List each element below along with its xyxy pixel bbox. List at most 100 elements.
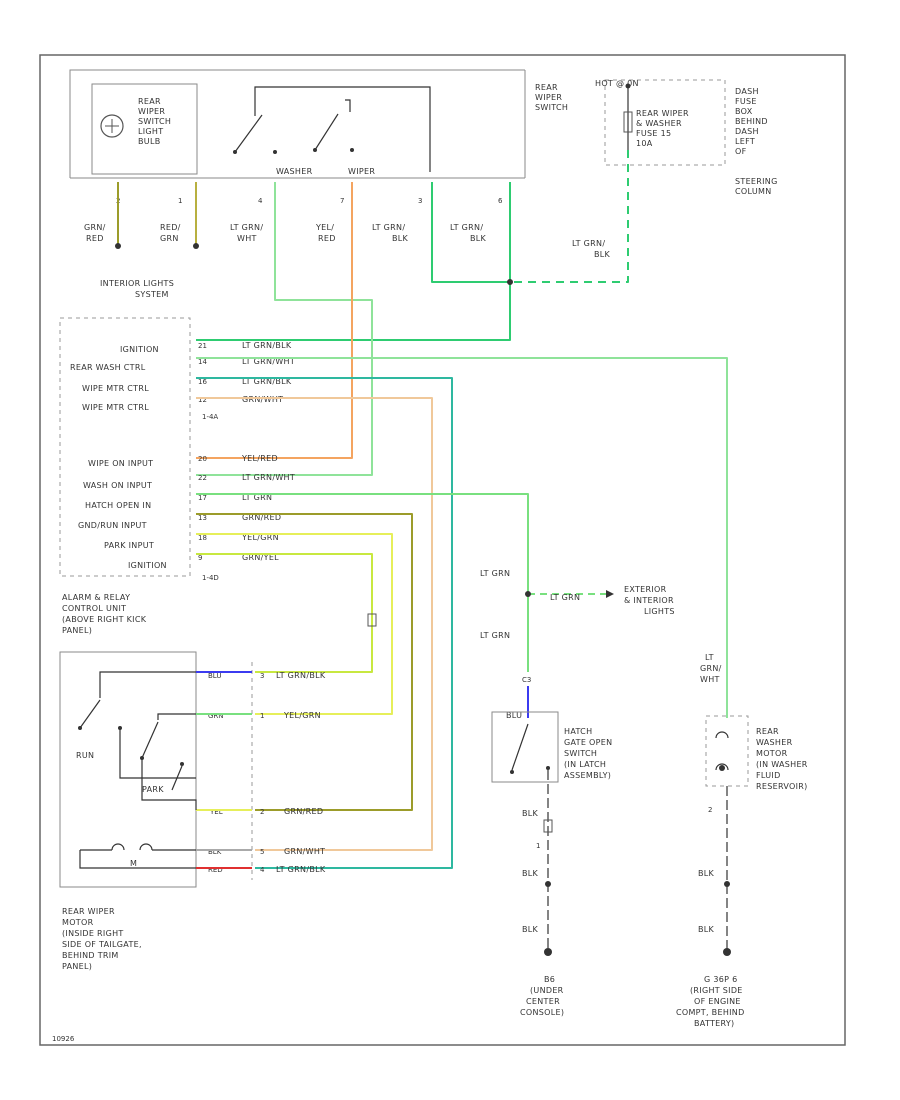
splice [193, 243, 199, 249]
fuse-label-2: FUSE 15 [636, 129, 671, 138]
wire-label: YEL/GRN [241, 533, 279, 542]
ground-icon [723, 948, 731, 956]
hatch-gate-switch: C3 BLU HATCH GATE OPEN SWITCH (IN LATCH … [491, 676, 612, 1017]
pin-label: 3 [260, 672, 264, 680]
washer-motor-label: REAR [756, 727, 779, 736]
pin-label: 1 [178, 197, 182, 205]
switch-light-label-1: WIPER [138, 107, 165, 116]
unit-row-label: GND/RUN INPUT [78, 521, 147, 530]
wire-label: RED [86, 234, 104, 243]
motor-name-label: SIDE OF TAILGATE, [62, 940, 142, 949]
wire-label: LT GRN/ [372, 223, 405, 232]
wire-label: RED/ [160, 223, 181, 232]
wire-lt-grn-wht-washer [196, 182, 373, 476]
unit-row-label: PARK INPUT [104, 541, 154, 550]
wire-label: GRN/RED [284, 807, 323, 816]
motor-name-label: MOTOR [62, 918, 94, 927]
unit-name-label: CONTROL UNIT [62, 604, 126, 613]
washer-label: WASHER [276, 167, 313, 176]
wire-label: BLK [392, 234, 409, 243]
blk-label: BLK [698, 869, 715, 878]
switch-light-label-0: REAR [138, 97, 161, 106]
splice [525, 591, 531, 597]
pin-label: 16 [198, 378, 207, 386]
unit-name-label: PANEL) [62, 626, 92, 635]
blk-label: BLK [522, 869, 539, 878]
pin-label: 12 [198, 396, 207, 404]
wire-label: WHT [700, 675, 720, 684]
wire-label: LT GRN [480, 569, 510, 578]
pin-label: 4 [260, 866, 265, 874]
ground2-label: BATTERY) [694, 1019, 734, 1028]
run-label: RUN [76, 751, 94, 760]
unit-row-label: WIPE MTR CTRL [82, 384, 149, 393]
splice [115, 243, 121, 249]
motor-name-label: BEHIND TRIM [62, 951, 119, 960]
top-connector: 2 1 4 7 3 6 GRN/ RED RED/ GRN LT GRN/ WH… [84, 197, 503, 243]
hatch-label: GATE OPEN [564, 738, 612, 747]
pin-label: 9 [198, 554, 202, 562]
hatch-label: HATCH [564, 727, 592, 736]
washer-motor-label: WASHER [756, 738, 793, 747]
washer-motor-label: FLUID [756, 771, 781, 780]
blk-label: BLK [522, 925, 539, 934]
washer-motor-label: RESERVOIR) [756, 782, 808, 791]
fuse-label-0: REAR WIPER [636, 109, 689, 118]
wire-label: LT GRN/BLK [276, 671, 326, 680]
wire-label: GRN/ [84, 223, 106, 232]
switch-light-label-4: BULB [138, 137, 161, 146]
wire-label: LT GRN [550, 593, 580, 602]
ground1-label: B6 [544, 975, 555, 984]
wire-lt-grn-blk-6 [196, 182, 511, 341]
unit-row-label: REAR WASH CTRL [70, 363, 146, 372]
motor-name-label: (INSIDE RIGHT [62, 929, 124, 938]
fuse-label-1: & WASHER [636, 119, 682, 128]
motor-row-label: RED [208, 866, 223, 874]
fuse-label-3: 10A [636, 139, 653, 148]
unit-row-label: WIPE MTR CTRL [82, 403, 149, 412]
pin-label: 18 [198, 534, 207, 542]
motor-row-label: YEL [209, 808, 223, 816]
wire-lt-grn-blk-fuse [510, 150, 629, 283]
splice [507, 279, 513, 285]
pin-label: 3 [418, 197, 422, 205]
wire-wipe-mtr-ctrl-2 [196, 397, 433, 851]
motor-row-label: GRN [208, 712, 224, 720]
wire-label: BLK [470, 234, 487, 243]
washer-motor-label: (IN WASHER [756, 760, 808, 769]
wire-label: LT GRN/BLK [242, 377, 292, 386]
dash-fuse-label-4: DASH [735, 127, 759, 136]
pin-label: 20 [198, 455, 207, 463]
wire-label: LT GRN/WHT [242, 473, 295, 482]
alarm-relay-unit: IGNITION REAR WASH CTRL WIPE MTR CTRL WI… [59, 317, 219, 635]
wire-label: YEL/RED [241, 454, 278, 463]
washer-motor-label: MOTOR [756, 749, 788, 758]
hatch-label: (IN LATCH [564, 760, 606, 769]
wire-lt-grn-blk-3 [431, 182, 510, 283]
wire-label: LT GRN/ [450, 223, 483, 232]
unit-name-label: ALARM & RELAY [62, 593, 130, 602]
pin-label: 1 [536, 842, 540, 850]
wire-label: GRN/WHT [242, 395, 283, 404]
diagram-frame [39, 54, 846, 1046]
dash-fuse-label-6: OF [735, 147, 747, 156]
wire-label: LT GRN [480, 631, 510, 640]
wire-label: YEL/GRN [283, 711, 321, 720]
wire-label: YEL/ [315, 223, 334, 232]
unit-row-label: WIPE ON INPUT [88, 459, 153, 468]
dash-fuse-label-5: LEFT [735, 137, 755, 146]
ground1-label: CENTER [526, 997, 560, 1006]
wire-yel-red [196, 182, 353, 459]
ground2-label: G 36P 6 [704, 975, 737, 984]
unit-row-label: IGNITION [128, 561, 167, 570]
wire-label: BLK [594, 250, 611, 259]
rear-wiper-switch-label-2: SWITCH [535, 103, 568, 112]
wire-label: GRN/YEL [242, 553, 279, 562]
rear-wiper-switch-label-1: WIPER [535, 93, 562, 102]
interior-lights-label-0: INTERIOR LIGHTS [100, 279, 174, 288]
wire-label: GRN/WHT [284, 847, 325, 856]
wire-label: LT GRN/BLK [242, 341, 292, 350]
wire-rear-wash-ctrl [196, 357, 728, 718]
unit-name-label: (ABOVE RIGHT KICK [62, 615, 147, 624]
connector-label: 1-4D [202, 574, 219, 582]
